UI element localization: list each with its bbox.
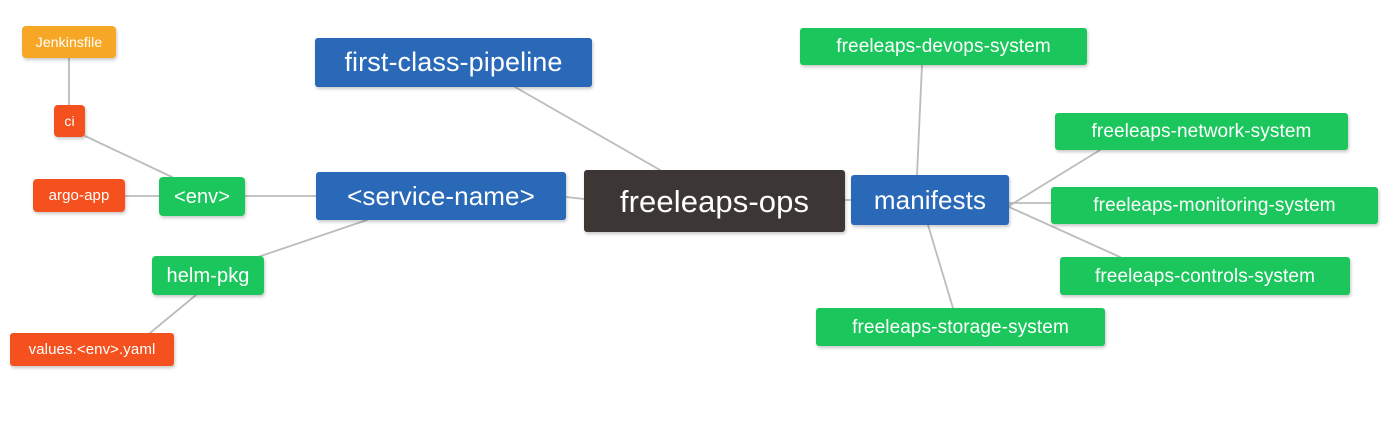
- edge-manifests-to-network-system: [1008, 149, 1101, 207]
- node-label-manifests: manifests: [873, 185, 987, 215]
- node-label-freeleaps-ops: freeleaps-ops: [619, 183, 810, 219]
- node-storage-system[interactable]: freeleaps-storage-system: [816, 308, 1105, 346]
- edge-manifests-to-controls-system: [1008, 206, 1121, 258]
- edge-values-yaml-to-helm-pkg: [149, 294, 197, 334]
- node-label-storage-system: freeleaps-storage-system: [852, 316, 1069, 338]
- node-argo-app[interactable]: argo-app: [33, 179, 125, 212]
- node-monitoring-system[interactable]: freeleaps-monitoring-system: [1051, 187, 1378, 224]
- node-controls-system[interactable]: freeleaps-controls-system: [1060, 257, 1350, 295]
- edge-manifests-to-storage-system: [927, 224, 954, 309]
- node-label-ci: ci: [64, 113, 75, 129]
- node-label-values-yaml: values.<env>.yaml: [28, 341, 156, 358]
- node-devops-system[interactable]: freeleaps-devops-system: [800, 28, 1087, 65]
- node-label-jenkinsfile: Jenkinsfile: [35, 34, 103, 50]
- edge-first-class-pipeline-to-freeleaps-ops: [514, 86, 661, 171]
- node-ci[interactable]: ci: [54, 105, 85, 137]
- node-service-name[interactable]: <service-name>: [316, 172, 566, 220]
- node-helm-pkg[interactable]: helm-pkg: [152, 256, 264, 295]
- node-label-service-name: <service-name>: [347, 181, 535, 211]
- node-values-yaml[interactable]: values.<env>.yaml: [10, 333, 174, 366]
- node-label-network-system: freeleaps-network-system: [1091, 121, 1312, 142]
- node-manifests[interactable]: manifests: [851, 175, 1009, 225]
- node-label-env: <env>: [173, 185, 231, 208]
- edge-manifests-to-devops-system: [916, 64, 923, 176]
- node-env[interactable]: <env>: [159, 177, 245, 216]
- node-label-helm-pkg: helm-pkg: [166, 264, 250, 287]
- node-freeleaps-ops[interactable]: freeleaps-ops: [584, 170, 845, 232]
- edge-helm-pkg-to-service-name: [254, 219, 368, 259]
- node-label-first-class-pipeline: first-class-pipeline: [344, 47, 563, 77]
- node-label-monitoring-system: freeleaps-monitoring-system: [1093, 195, 1336, 216]
- node-label-devops-system: freeleaps-devops-system: [836, 36, 1051, 57]
- node-label-controls-system: freeleaps-controls-system: [1094, 265, 1316, 287]
- edge-ci-to-env: [84, 135, 173, 178]
- node-jenkinsfile[interactable]: Jenkinsfile: [22, 26, 116, 58]
- edge-service-name-to-freeleaps-ops: [565, 196, 585, 200]
- node-network-system[interactable]: freeleaps-network-system: [1055, 113, 1348, 150]
- node-first-class-pipeline[interactable]: first-class-pipeline: [315, 38, 592, 87]
- node-label-argo-app: argo-app: [48, 187, 110, 204]
